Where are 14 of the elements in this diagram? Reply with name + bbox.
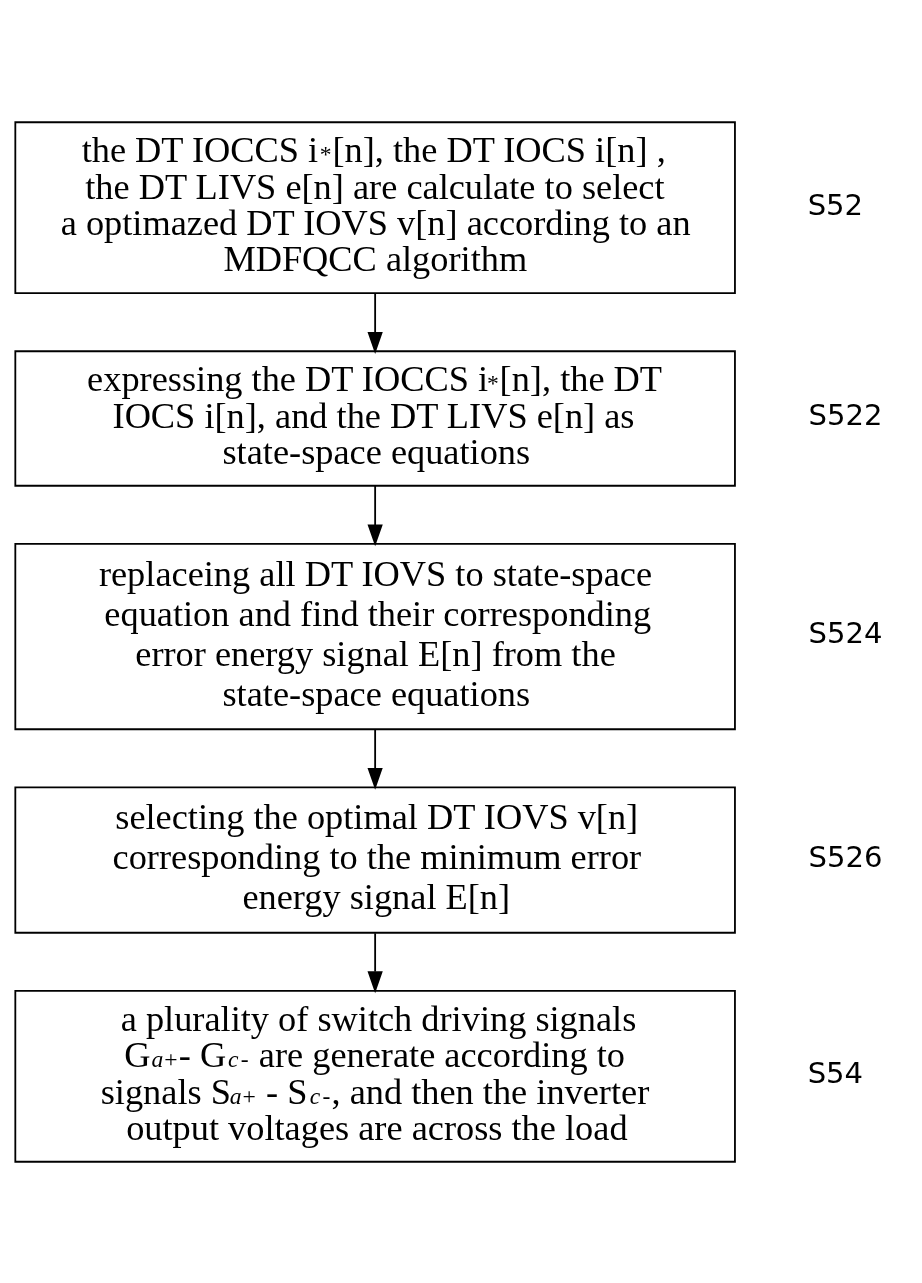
node-label: S52 — [807, 187, 864, 222]
node-label: S524 — [808, 615, 883, 650]
node-label: S54 — [807, 1055, 864, 1090]
node-box: expressing the DT IOCCS i*[n], the DT IOCS i[n], and the DT LIVS e[n] as state-space equations — [14, 349, 736, 487]
node-box: a plurality of switch driving signals Ga+- Gc- are generate according to signals Sa+ - Sc-, and then the inverter output voltages are across the load — [14, 989, 736, 1163]
node-box: selecting the optimal DT IOVS v[n] corresponding to the minimum error energy signal E[n] — [14, 785, 736, 934]
node-label: S526 — [808, 839, 883, 874]
node-box: the DT IOCCS i*[n], the DT IOCS i[n] , the DT LIVS e[n] are calculate to select a optimazed DT IOVS v[n] according to an MDFQCC algorithm — [14, 120, 736, 294]
arrow — [367, 728, 383, 790]
arrow — [367, 931, 383, 993]
arrow — [367, 484, 383, 546]
node-label: S522 — [808, 397, 883, 432]
arrow — [367, 291, 383, 354]
node-box: replaceing all DT IOVS to state-space equation and find their corresponding error energy signal E[n] from the state-space equations — [14, 542, 736, 730]
